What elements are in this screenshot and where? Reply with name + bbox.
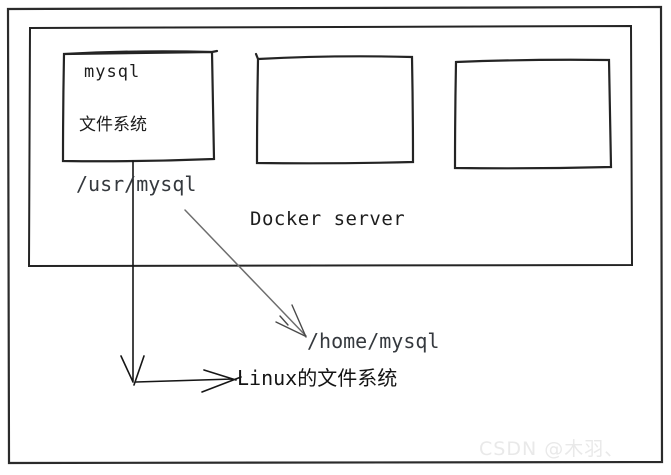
container-box-3 xyxy=(453,58,613,170)
docker-server-box xyxy=(27,24,634,268)
csdn-watermark: CSDN @木羽、 xyxy=(479,438,625,460)
container-box-2 xyxy=(254,52,415,165)
container-path-label: /usr/mysql xyxy=(76,172,197,196)
mysql-box-subtitle: 文件系统 xyxy=(79,115,147,135)
arrow-to-home-mysql-head xyxy=(275,304,307,338)
outer-frame xyxy=(6,5,664,465)
mysql-box-title: mysql xyxy=(84,62,141,82)
docker-server-label: Docker server xyxy=(250,208,406,230)
arrow-usr-to-linux-vertical xyxy=(120,160,145,386)
arrow-to-home-mysql-diagonal xyxy=(184,209,307,337)
arrow-to-linux-fs-horizontal xyxy=(135,369,242,393)
host-path-label: /home/mysql xyxy=(307,329,440,353)
linux-filesystem-label: Linux的文件系统 xyxy=(237,366,398,390)
